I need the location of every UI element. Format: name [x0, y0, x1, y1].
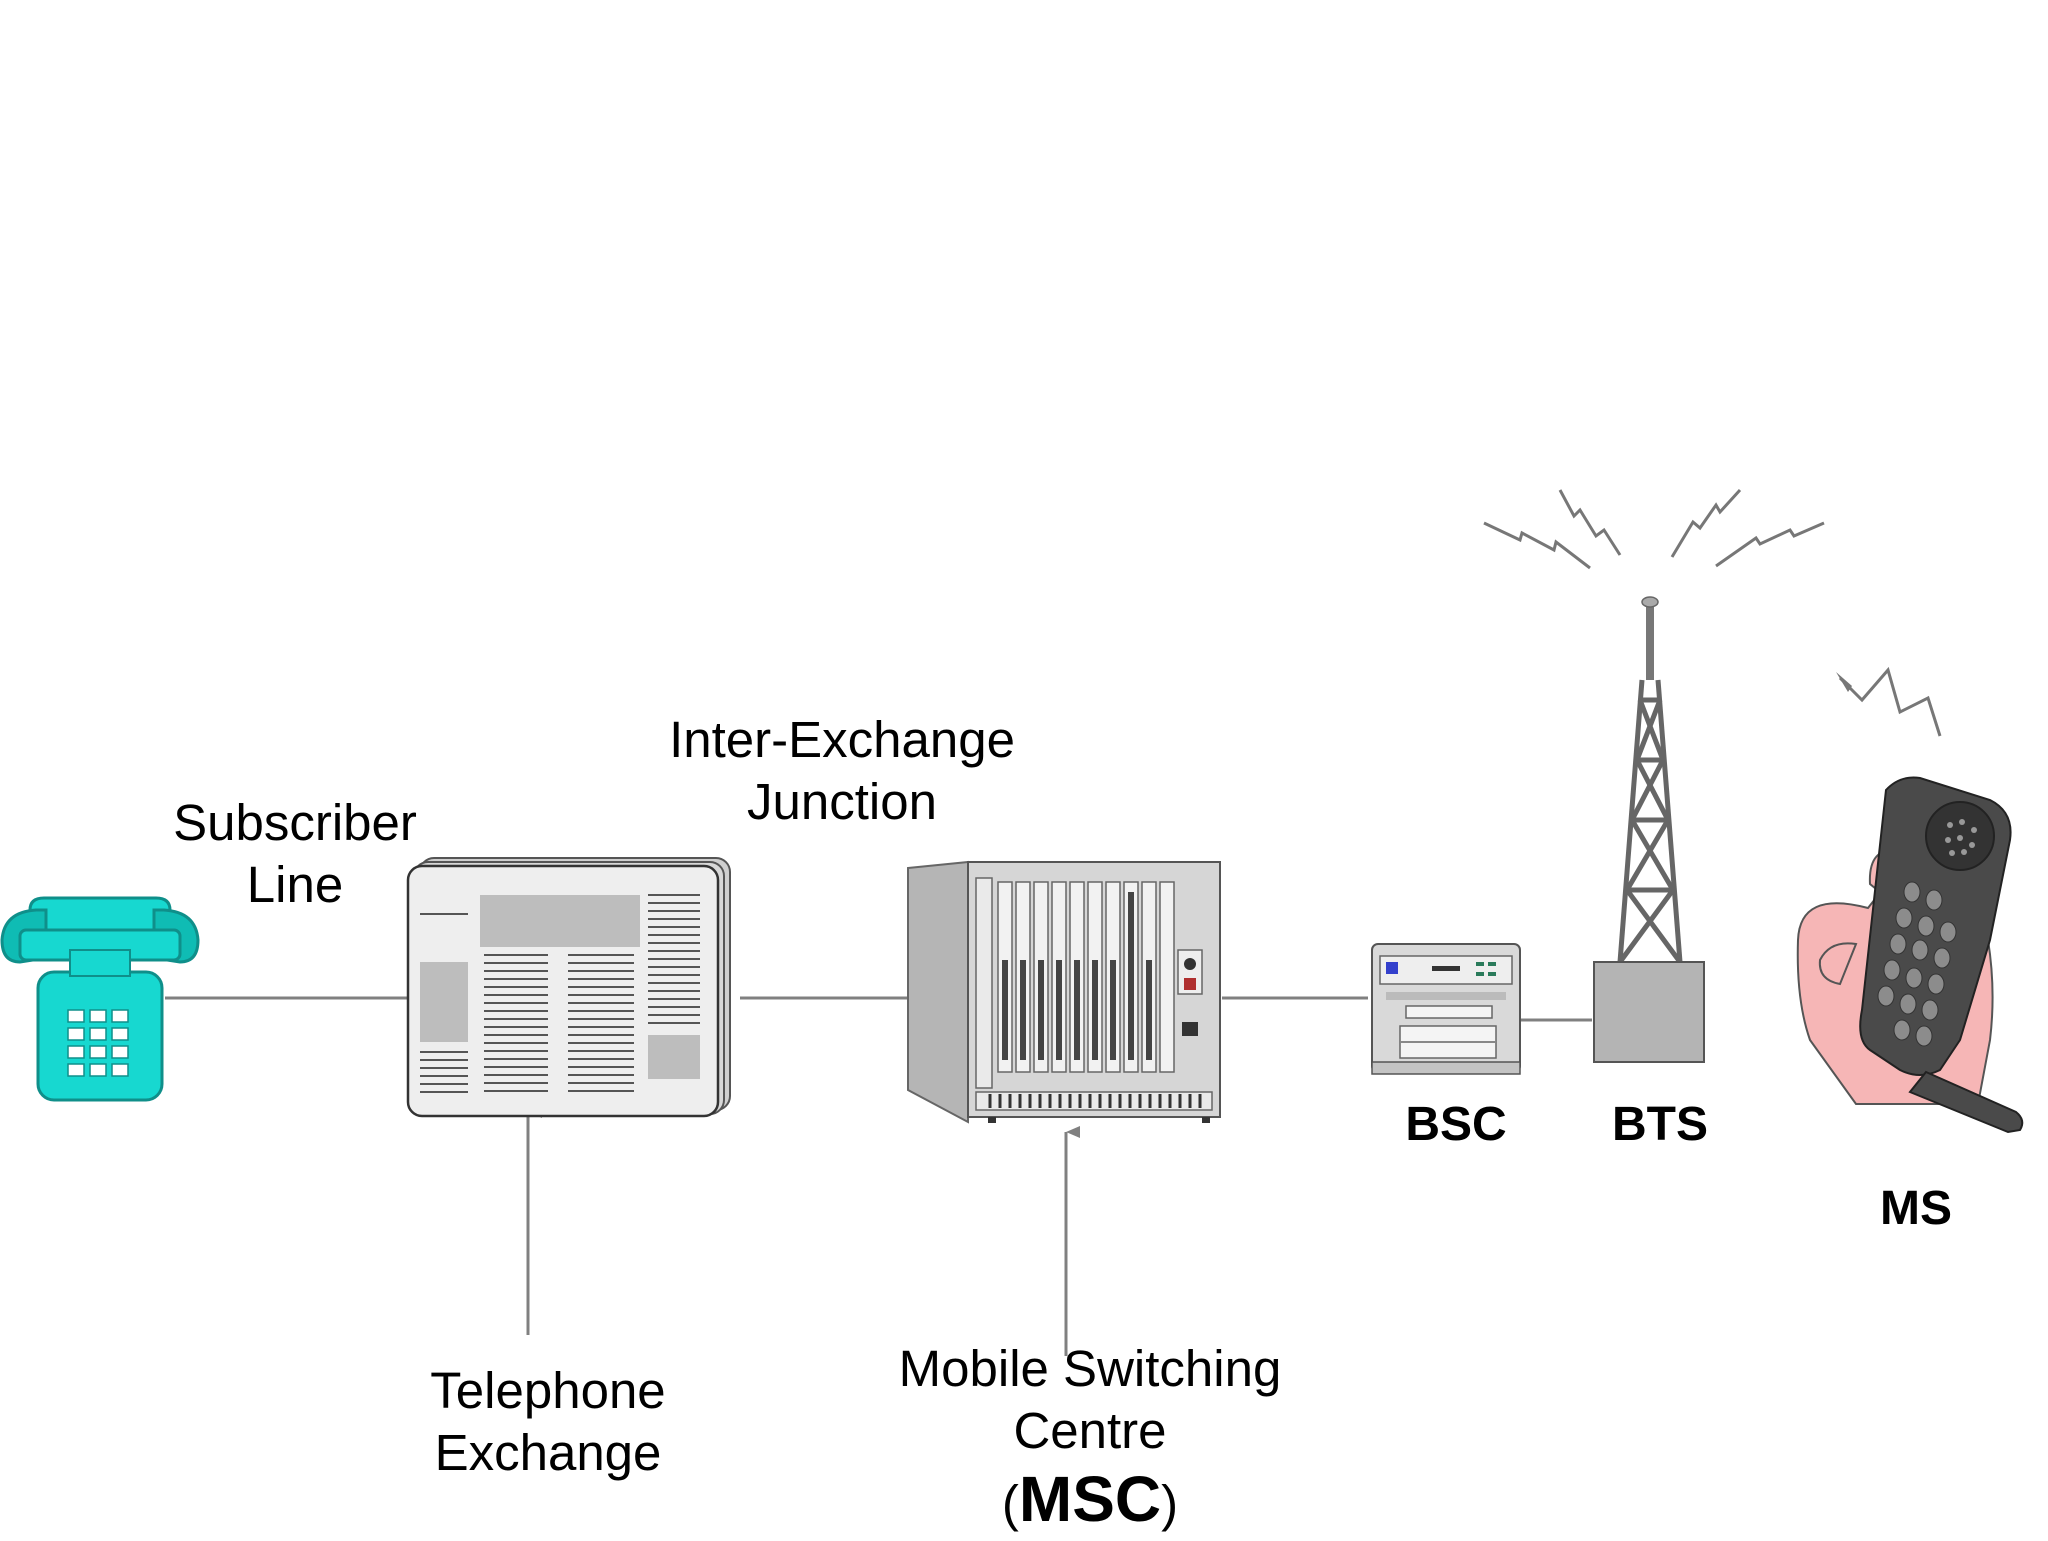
bts-tower-icon: [1593, 596, 1705, 1063]
bsc-icon: [1371, 943, 1521, 1075]
subscriber-line-label-line1: Subscriber: [173, 794, 417, 851]
msc-abbr-close-paren: ): [1161, 1475, 1179, 1532]
msc-abbr-open-paren: (: [1001, 1475, 1019, 1532]
telephone-exchange-icon: [406, 857, 731, 1118]
telephone-icon: [0, 896, 200, 1102]
ms-label: MS: [1880, 1182, 1952, 1235]
inter-exchange-label-line2: Junction: [747, 773, 937, 830]
telephone-exchange-label: Telephone Exchange: [398, 1360, 698, 1484]
msc-rack-icon: [907, 860, 1221, 1124]
pointer-arrows: [526, 1106, 1080, 1356]
msc-label: Mobile Switching Centre (MSC): [880, 1338, 1300, 1541]
msc-label-line2: Centre: [1013, 1402, 1167, 1459]
mobile-phone-icon: [1796, 666, 2024, 1134]
radio-waves-icon: [1483, 488, 1825, 570]
msc-abbreviation: (MSC): [880, 1462, 1300, 1541]
bsc-label: BSC: [1405, 1098, 1507, 1151]
telephone-exchange-label-line1: Telephone: [430, 1362, 666, 1419]
subscriber-line-label: Subscriber Line: [165, 792, 425, 916]
bts-label: BTS: [1612, 1098, 1708, 1151]
subscriber-line-label-line2: Line: [246, 856, 344, 913]
connection-lines: [165, 996, 1592, 1022]
telephone-exchange-label-line2: Exchange: [434, 1424, 662, 1481]
inter-exchange-label: Inter-Exchange Junction: [662, 709, 1022, 833]
inter-exchange-label-line1: Inter-Exchange: [669, 711, 1015, 768]
msc-label-line1: Mobile Switching: [898, 1340, 1282, 1397]
msc-abbr-text: MSC: [1018, 1463, 1162, 1535]
